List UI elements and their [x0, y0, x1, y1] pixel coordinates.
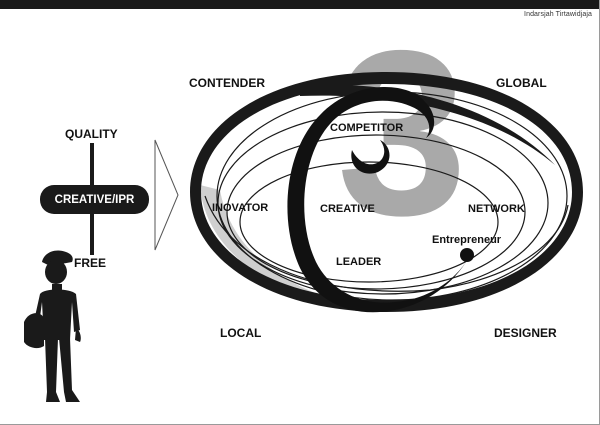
top-bar — [0, 0, 600, 9]
leader-label: LEADER — [336, 256, 382, 268]
quality-label: QUALITY — [65, 127, 118, 141]
global-label: GLOBAL — [496, 76, 547, 90]
c-ball-terminal — [460, 248, 474, 262]
network-label: NETWORK — [468, 203, 525, 215]
entrepreneur-label: Entrepreneur — [432, 234, 502, 246]
arrow-chevron — [154, 139, 179, 251]
free-label: FREE — [74, 256, 107, 270]
designer-label: DESIGNER — [494, 326, 557, 340]
c-top-curl — [351, 140, 390, 174]
competitor-label: COMPETITOR — [330, 122, 404, 134]
contender-label: CONTENDER — [189, 76, 266, 90]
big-numeral-three: 3 — [337, 1, 468, 264]
person-silhouette — [24, 250, 81, 402]
gray-swoosh — [200, 185, 390, 312]
creative-ipr-pill: CREATIVE/IPR — [40, 185, 149, 214]
author-credit: Indarsjah Tirtawidjaja — [524, 11, 592, 18]
local-label: LOCAL — [220, 326, 262, 340]
inovator-label: INOVATOR — [212, 202, 269, 214]
creative-label: CREATIVE — [320, 203, 375, 215]
inner-dark-band — [300, 84, 555, 165]
